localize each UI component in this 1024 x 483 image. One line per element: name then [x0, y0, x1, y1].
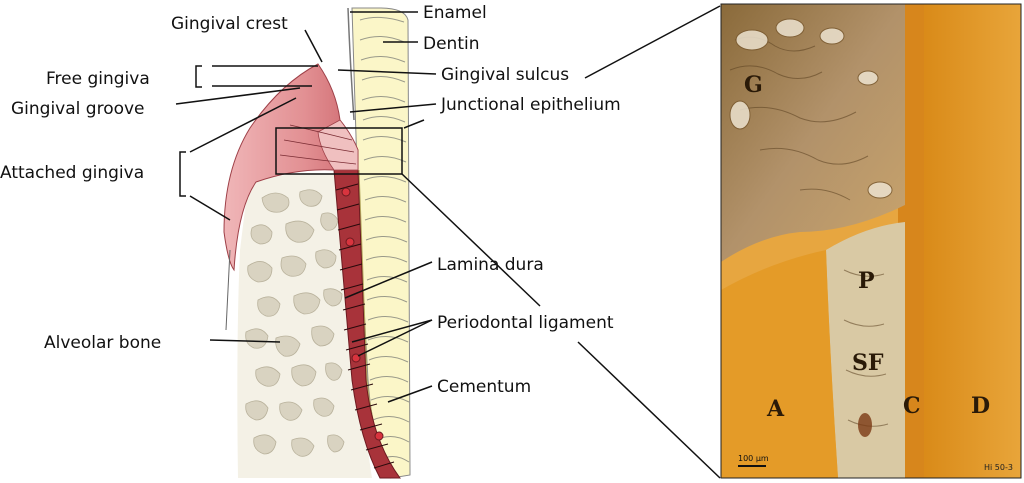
micro-label-g: G [744, 72, 763, 98]
micro-label-sf: SF [852, 350, 884, 376]
dentin-zone [922, 4, 1021, 478]
label-junctional-epithelium: Junctional epithelium [440, 95, 621, 115]
histology-micrograph: G P SF A C D 100 µm Hi 50-3 [721, 4, 1021, 478]
label-alveolar-bone: Alveolar bone [44, 333, 161, 353]
junctional-epithelium-region [317, 119, 359, 171]
pointer-lines [175, 5, 721, 479]
label-gingival-groove: Gingival groove [11, 99, 145, 119]
gingival-fibers [279, 124, 357, 165]
ligament-zone [826, 222, 905, 478]
micrograph-texture [729, 36, 889, 427]
label-gingival-sulcus: Gingival sulcus [441, 65, 569, 85]
schematic-drawing [223, 7, 411, 479]
schematic-labels: Gingival crest Free gingiva Gingival gro… [0, 3, 621, 397]
label-periodontal-ligament: Periodontal ligament [437, 313, 614, 333]
oral-surface-line [225, 249, 231, 331]
ligament-fibers [335, 183, 395, 469]
label-gingival-crest: Gingival crest [171, 14, 288, 34]
micro-label-c: C [903, 393, 921, 419]
specimen-code: Hi 50-3 [984, 463, 1013, 472]
micro-label-a: A [766, 396, 785, 422]
label-cementum: Cementum [437, 377, 531, 397]
alveolar-bone-region [237, 172, 372, 479]
zoom-region-box [275, 127, 403, 175]
vessel-spot [858, 413, 872, 437]
alveolar-bone-zone [721, 250, 838, 478]
micro-label-d: D [971, 393, 990, 419]
label-lamina-dura: Lamina dura [437, 255, 544, 275]
micrograph-frame [720, 3, 1022, 479]
bone-trabeculae [245, 189, 345, 457]
label-dentin: Dentin [423, 34, 480, 54]
gingiva-cell-clusters [729, 18, 893, 199]
label-free-gingiva: Free gingiva [46, 69, 150, 89]
enamel-surface [347, 7, 355, 121]
scale-bar-label: 100 µm [738, 454, 769, 463]
micro-label-p: P [858, 268, 875, 294]
label-attached-gingiva: Attached gingiva [0, 163, 144, 183]
label-enamel: Enamel [423, 3, 487, 23]
